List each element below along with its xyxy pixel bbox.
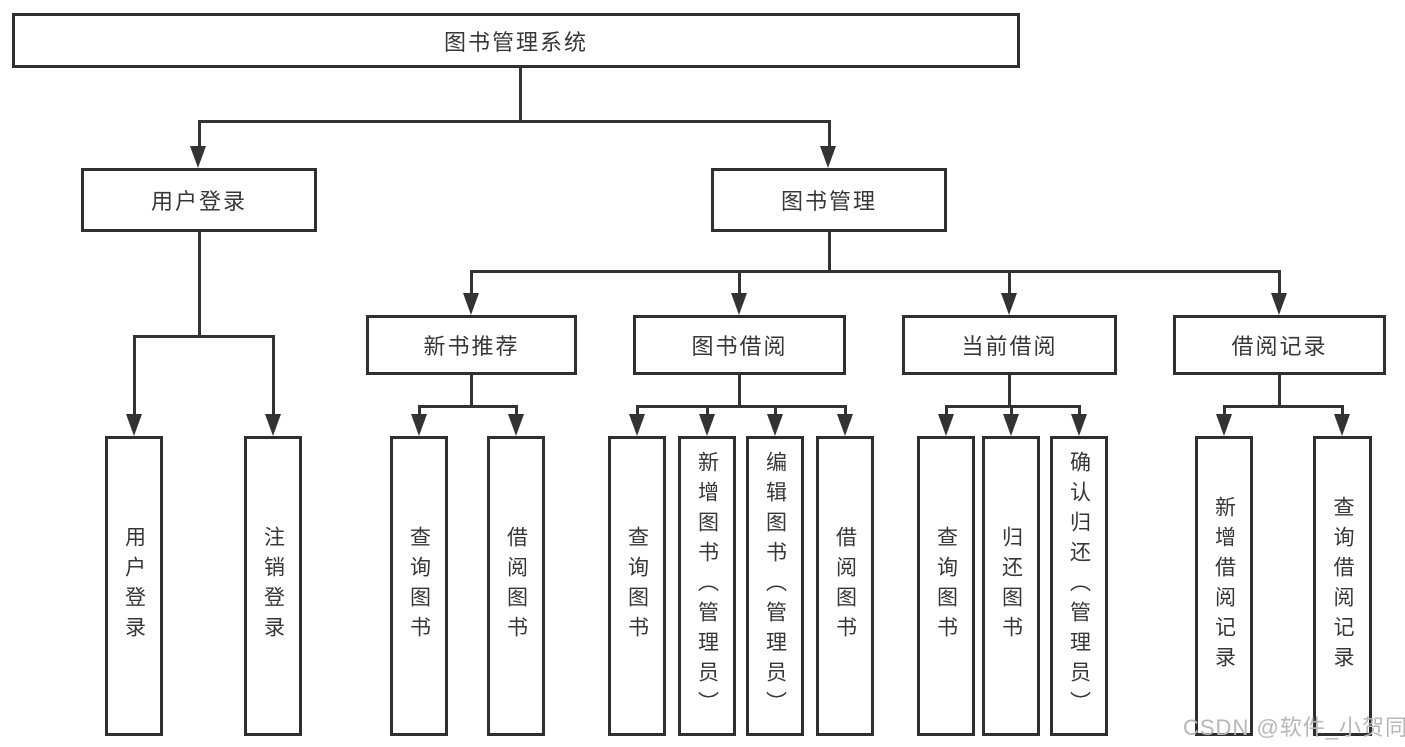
node-leaf-borrow-books-borrowing: 借阅图书 [816,436,874,736]
node-leaf-edit-books-admin: 编辑图书（管理员） [746,436,804,736]
arrow-down-icon [190,146,206,168]
node-leaf-query-borrow-record: 查询借阅记录 [1313,436,1372,736]
node-leaf-query-books-borrowing: 查询图书 [608,436,666,736]
arrow-down-icon [463,293,479,315]
node-current-borrowing: 当前借阅 [902,315,1117,375]
connector-stem [272,335,275,416]
connector-borrowing-rail [636,405,846,408]
arrow-down-icon [820,146,836,168]
connector-stem [706,405,709,416]
connector-records-rail [1223,405,1343,408]
node-new-book-recommendation: 新书推荐 [366,315,577,375]
arrow-down-icon [629,414,645,436]
connector-stem [1008,270,1011,295]
arrow-down-icon [1003,414,1019,436]
node-leaf-add-books-admin: 新增图书（管理员） [678,436,736,736]
connector-current-drop [1008,375,1011,407]
connector-stem [1341,405,1344,416]
watermark: CSDN @软件_小贺同学 [1183,715,1405,740]
arrow-down-icon [1071,414,1087,436]
connector-stem [418,405,421,416]
arrow-down-icon [731,293,747,315]
connector-stem [1010,405,1013,416]
connector-newbooks-rail [418,405,518,408]
arrow-down-icon [1334,414,1350,436]
node-user-login: 用户登录 [81,168,317,232]
connector-root-drop [519,68,522,122]
connector-stem [1223,405,1226,416]
connector-borrowing-drop [738,375,741,407]
connector-records-drop [1278,375,1281,407]
node-leaf-borrow-books-newbooks: 借阅图书 [487,436,545,736]
arrow-down-icon [767,414,783,436]
arrow-down-icon [265,414,281,436]
arrow-down-icon [1216,414,1232,436]
node-leaf-confirm-return-admin: 确认归还（管理员） [1050,436,1108,736]
connector-bookmgmt-drop [828,232,831,272]
connector-stem [945,405,948,416]
arrow-down-icon [126,414,142,436]
node-leaf-query-books-current: 查询图书 [917,436,975,736]
arrow-down-icon [938,414,954,436]
connector-stem [636,405,639,416]
connector-stem [1278,270,1281,295]
node-book-management: 图书管理 [711,168,947,232]
connector-stem [198,120,201,148]
arrow-down-icon [837,414,853,436]
node-library-management-system: 图书管理系统 [12,13,1020,68]
connector-stem [470,270,473,295]
connector-stem [738,270,741,295]
arrow-down-icon [411,414,427,436]
connector-stem [828,120,831,148]
node-book-borrowing: 图书借阅 [633,315,846,375]
connector-userlogin-rail [133,335,275,338]
connector-stem [844,405,847,416]
connector-stem [515,405,518,416]
node-borrowing-records: 借阅记录 [1173,315,1386,375]
connector-stem [133,335,136,416]
node-leaf-add-borrow-record: 新增借阅记录 [1195,436,1253,736]
arrow-down-icon [508,414,524,436]
arrow-down-icon [1271,293,1287,315]
connector-level2-rail [470,270,1280,273]
node-leaf-return-books: 归还图书 [982,436,1040,736]
connector-stem [1078,405,1081,416]
node-leaf-user-login: 用户登录 [105,436,163,736]
connector-stem [774,405,777,416]
arrow-down-icon [1001,293,1017,315]
connector-userlogin-drop [198,232,201,336]
node-leaf-query-books-newbooks: 查询图书 [390,436,448,736]
arrow-down-icon [699,414,715,436]
connector-newbooks-drop [470,375,473,407]
node-leaf-logout: 注销登录 [244,436,302,736]
connector-level1-rail [198,120,831,123]
